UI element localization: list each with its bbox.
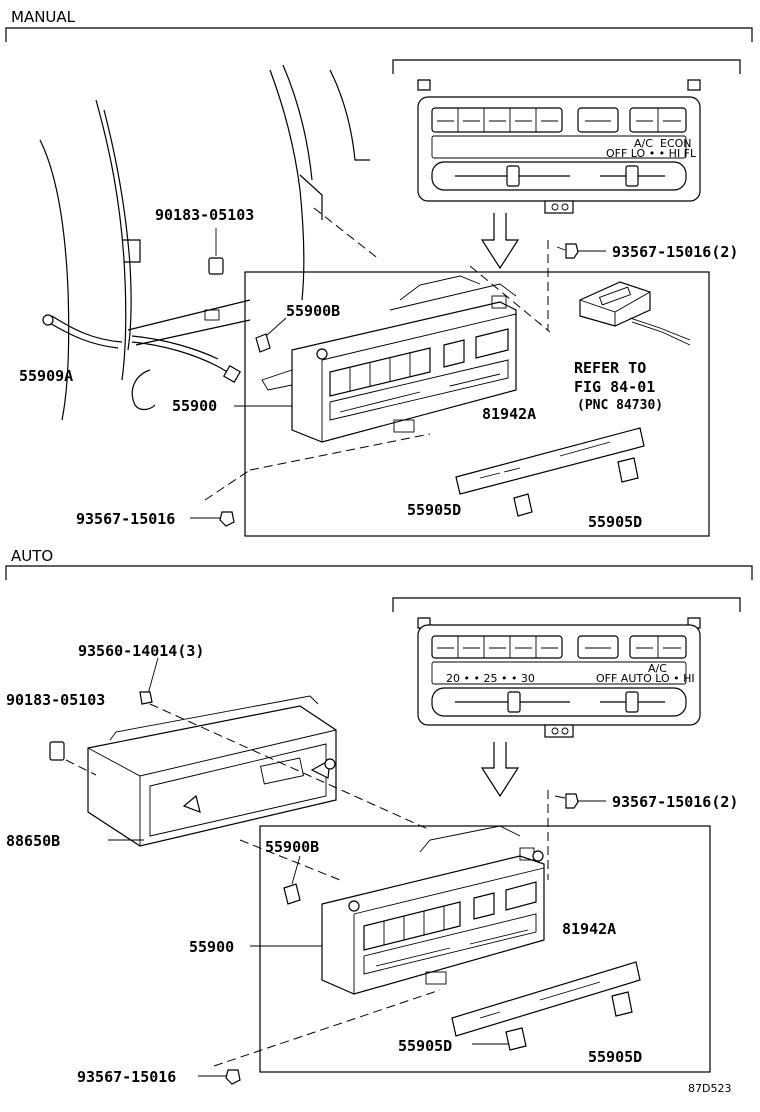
- manual-ac-text: A/C: [634, 137, 653, 150]
- knob-55905D-manual-b: [617, 457, 639, 483]
- manual-bracket: [5, 27, 753, 42]
- sensor-housing-88650B: [87, 695, 337, 847]
- screw-93567-auto-top: [547, 790, 606, 880]
- part-label-55900B-auto: 55900B: [265, 838, 319, 856]
- part-label-55900B-manual: 55900B: [286, 302, 340, 320]
- auto-bracket: [5, 565, 753, 580]
- bulb-55900B-manual: [255, 317, 287, 353]
- part-label-93567-2-manual: 93567-15016(2): [612, 243, 738, 261]
- part-label-90183-auto: 90183-05103: [6, 691, 105, 709]
- part-label-55905D-auto-b: 55905D: [588, 1048, 642, 1066]
- part-label-81942A-manual: 81942A: [482, 405, 536, 423]
- part-label-55905D-manual-a: 55905D: [407, 501, 461, 519]
- part-label-93560: 93560-14014(3): [78, 642, 204, 660]
- section-title-manual: MANUAL: [11, 8, 76, 26]
- refer-line1: REFER TO: [574, 359, 646, 377]
- manual-scale-text: OFF LO • • HI FL: [606, 147, 697, 160]
- dashboard-outline-manual: [39, 64, 370, 421]
- manual-control-panel: A/C ECON OFF LO • • HI FL: [392, 59, 741, 214]
- refer-line2: FIG 84-01: [574, 378, 655, 396]
- arrow-down-auto: [480, 742, 520, 798]
- wiring-harness: [42, 314, 242, 384]
- auto-scale-left: 20 • • 25 • • 30: [446, 672, 535, 685]
- clip-90183: [208, 257, 224, 275]
- part-label-93567-manual: 93567-15016: [76, 510, 175, 528]
- screw-93560: [139, 691, 153, 705]
- auto-control-panel: A/C 20 • • 25 • • 30 OFF AUTO LO • HI: [392, 597, 741, 738]
- figure-code: 87D523: [688, 1082, 731, 1095]
- part-label-93567-2-auto: 93567-15016(2): [612, 793, 738, 811]
- part-label-55900-auto: 55900: [189, 938, 234, 956]
- knob-55905D-auto-a: [505, 1027, 527, 1051]
- knob-55905D-manual-a: [513, 493, 533, 517]
- connector-unit: [579, 281, 691, 346]
- bulb-55900B-auto: [283, 855, 301, 905]
- auto-scale-right: OFF AUTO LO • HI: [596, 672, 695, 685]
- part-label-81942A-auto: 81942A: [562, 920, 616, 938]
- part-label-88650B: 88650B: [6, 832, 60, 850]
- auto-assembly-frame: [259, 825, 711, 1073]
- part-label-90183-manual: 90183-05103: [155, 206, 254, 224]
- faceplate-81942A-auto: [451, 961, 641, 1037]
- section-title-auto: AUTO: [11, 547, 53, 565]
- part-label-55905D-manual-b: 55905D: [588, 513, 642, 531]
- hvac-unit-manual: [261, 275, 517, 443]
- manual-econ-text: ECON: [660, 137, 692, 150]
- refer-line3: (PNC 84730): [577, 398, 663, 413]
- part-label-93567-auto: 93567-15016: [77, 1068, 176, 1086]
- screw-93567-manual-bottom: [219, 511, 235, 527]
- manual-assembly-frame: [244, 271, 710, 537]
- screw-93567-auto-bottom: [225, 1069, 241, 1085]
- hvac-unit-auto: [321, 825, 545, 995]
- part-label-55909A: 55909A: [19, 367, 73, 385]
- auto-ac-text: A/C: [648, 662, 667, 675]
- arrow-down-manual: [480, 213, 520, 270]
- clip-90183-auto: [49, 741, 65, 761]
- screw-93567-manual-top: [547, 240, 606, 330]
- part-label-55900-manual: 55900: [172, 397, 217, 415]
- faceplate-81942A-manual: [455, 427, 645, 495]
- knob-55905D-auto-b: [611, 991, 633, 1017]
- part-label-55905D-auto-a: 55905D: [398, 1037, 452, 1055]
